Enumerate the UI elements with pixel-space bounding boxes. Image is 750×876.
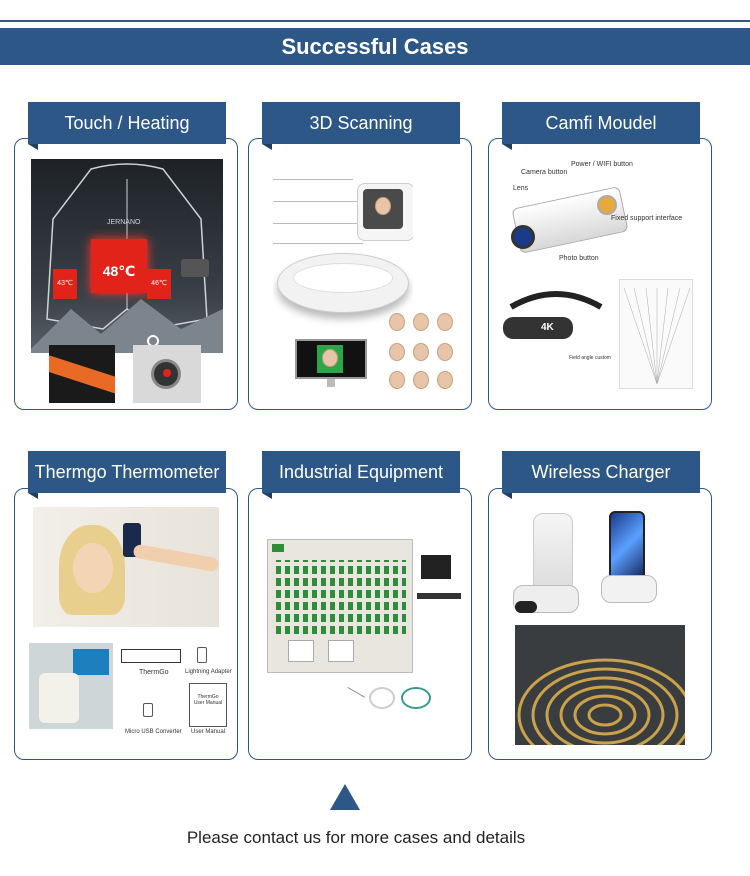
forehead-scan-photo [33,507,219,627]
case-label-wireless-charger: Wireless Charger [502,451,700,499]
top-divider [0,20,750,22]
heat-zone-left [53,269,77,299]
charging-coil-image [515,625,685,745]
headband-camera-image: 4K Field angle custom [501,287,611,367]
case-card-touch-heating: 48℃ 43℃ 46℃ JERNANO [14,138,238,410]
case-label-thermgo: Thermgo Thermometer [28,451,226,499]
callout-field-angle: Field angle custom [569,355,611,361]
camera-module-diagram: Power / WIFI button Camera button Lens F… [505,157,701,265]
case-label-touch-heating: Touch / Heating [28,102,226,150]
heating-pad-closeup [49,345,115,403]
power-bank [181,259,209,277]
monitor-image [295,339,367,389]
callout-photo-button: Photo button [559,255,599,262]
phone-on-charger-image [599,509,663,609]
heat-zone-center [91,239,147,293]
callout-camera-button: Camera button [521,169,568,176]
scanner-device-image [273,179,413,329]
temp-right: 46℃ [151,280,167,287]
charger-stand-image [509,511,583,621]
case-label-industrial: Industrial Equipment [262,451,460,499]
heat-zone-right [147,269,171,299]
item-thermgo: ThermGo [139,669,169,676]
contact-message: Please contact us for more cases and det… [186,828,526,847]
user-manual-image: ThermGo User Manual [189,683,227,727]
case-card-wireless-charger [488,488,712,760]
test-cabinet-image [267,539,413,673]
temp-left: 43℃ [57,280,73,287]
field-angle-chart [619,279,693,389]
keyboard-tray [417,593,461,599]
monitor-arm-screen [421,555,451,579]
case-card-thermgo: ThermGo Lightning Adapter Micro USB Conv… [14,488,238,760]
page-title: Successful Cases [0,28,750,65]
accessories-image [339,685,439,715]
item-lightning-adapter: Lightning Adapter [185,669,232,675]
baby-bottle-photo [29,643,113,729]
case-card-camfi: Power / WIFI button Camera button Lens F… [488,138,712,410]
heated-jacket-image: 48℃ 43℃ 46℃ JERNANO [31,159,223,353]
brand-logo: JERNANO [107,219,141,226]
up-arrow-icon [330,784,360,810]
item-micro-usb: Micro USB Converter [125,729,182,735]
case-label-3d-scanning: 3D Scanning [262,102,460,150]
item-user-manual: User Manual [191,729,226,735]
lightning-adapter-icon [197,647,207,663]
control-button-closeup [133,345,201,403]
manual-title: ThermGo User Manual [193,694,223,706]
case-label-camfi: Camfi Moudel [502,102,700,150]
case-card-industrial [248,488,472,760]
temp-center: 48℃ [102,263,136,279]
callout-lens: Lens [513,185,529,192]
badge-4k: 4K [541,322,554,333]
callout-fixed-support: Fixed support interface [611,215,683,222]
thermgo-device-image [121,649,181,663]
micro-usb-icon [143,703,153,717]
case-card-3d-scanning [248,138,472,410]
callout-power-wifi: Power / WIFI button [571,161,633,168]
face-scan-grid [387,311,457,391]
